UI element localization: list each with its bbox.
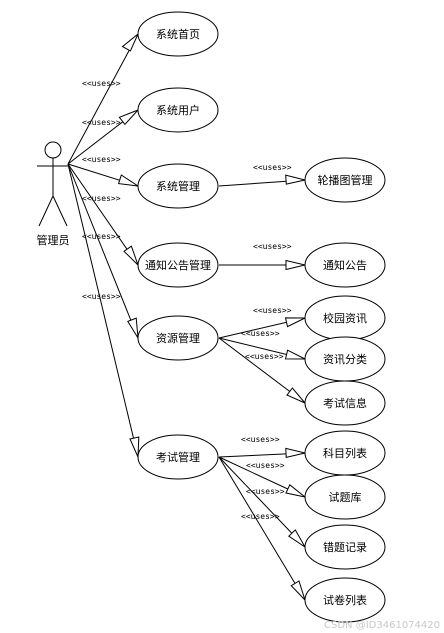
use-case-label: 通知公告管理 (145, 258, 211, 272)
use-case-label: 校园资讯 (323, 311, 367, 325)
use-case-label: 考试管理 (156, 450, 200, 464)
uses-label: <<uses>> (82, 292, 121, 301)
uses-label: <<uses>> (241, 512, 280, 521)
uses-label: <<uses>> (82, 232, 121, 241)
uses-label: <<uses>> (246, 487, 285, 496)
uses-label: <<uses>> (253, 242, 292, 251)
use-case-sys (137, 163, 219, 209)
use-case-label: 科目列表 (323, 446, 367, 460)
stereotype-labels: <<uses>> <<uses>> <<uses>> <<uses>> <<us… (82, 79, 292, 521)
use-case-label: 试卷列表 (323, 593, 367, 607)
uses-label: <<uses>> (246, 461, 285, 470)
use-case-bank (304, 474, 386, 520)
uses-label: <<uses>> (82, 155, 121, 164)
actor-figure (37, 141, 69, 227)
uses-label: <<uses>> (241, 435, 280, 444)
use-case-label: 资源管理 (156, 331, 200, 345)
use-case-users (137, 87, 219, 133)
use-case-exam-info (304, 380, 386, 426)
use-case-label: 错题记录 (323, 540, 367, 554)
use-case-notice-mgmt (137, 242, 219, 288)
uses-label: <<uses>> (241, 329, 280, 338)
use-case-label: 资讯分类 (323, 352, 367, 366)
uses-label: <<uses>> (253, 163, 292, 172)
watermark-text: CSDN @ID3461074420 (324, 620, 440, 631)
uses-label: <<uses>> (253, 306, 292, 315)
use-case-labels: 系统首页 系统用户 系统管理 通知公告管理 资源管理 考试管理 轮播图管理 通知… (145, 27, 373, 607)
use-case-label: 轮播图管理 (318, 173, 373, 187)
use-case-label: 通知公告 (323, 258, 367, 272)
uses-label: <<uses>> (245, 352, 284, 361)
use-case-notice (304, 242, 386, 288)
use-case-label: 系统首页 (156, 27, 200, 41)
use-case-exam (137, 434, 219, 480)
uses-label: <<uses>> (82, 79, 121, 88)
use-case-home (137, 11, 219, 57)
use-case-wrong (304, 524, 386, 570)
use-cases (137, 11, 386, 623)
association-lines (67, 33, 306, 601)
use-case-res (137, 315, 219, 361)
use-case-label: 系统管理 (156, 179, 200, 193)
use-case-label: 考试信息 (323, 396, 367, 410)
actor-name: 管理员 (37, 233, 70, 247)
uses-label: <<uses>> (82, 194, 121, 203)
use-case-label: 试题库 (329, 491, 362, 504)
use-case-papers (304, 577, 386, 623)
uses-label: <<uses>> (82, 118, 121, 127)
use-case-label: 系统用户 (156, 103, 200, 117)
use-case-carousel (304, 157, 386, 203)
